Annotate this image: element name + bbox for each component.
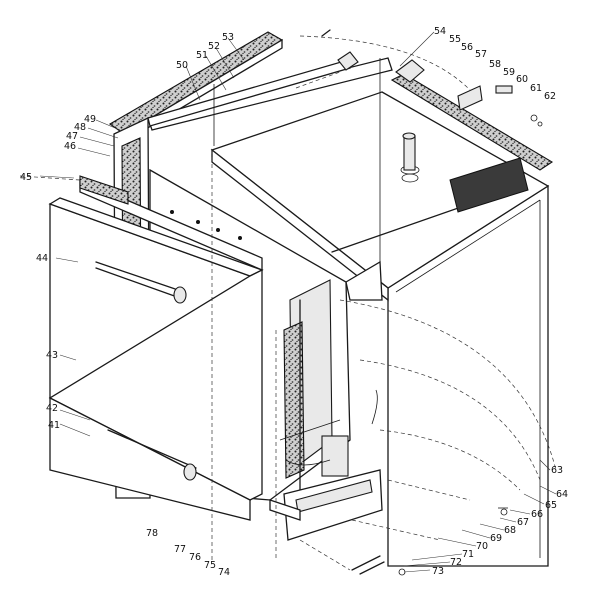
part-label-73: 73 [432,566,444,577]
part-label-62: 62 [544,91,556,102]
part-label-63: 63 [551,465,563,476]
assembly-lines [19,35,557,571]
kick-plate [269,469,383,541]
part-label-78: 78 [146,528,158,539]
part-label-65: 65 [545,500,557,511]
part-label-51: 51 [196,50,208,61]
part-label-45: 45 [20,172,32,183]
part-label-57: 57 [475,49,487,60]
part-labels: 41 42 43 44 45 46 47 48 49 50 51 52 53 5… [20,26,568,578]
front-door [48,197,264,521]
part-label-41: 41 [48,420,60,431]
part-label-64: 64 [556,489,568,500]
part-label-53: 53 [222,32,234,43]
part-label-70: 70 [476,541,488,552]
part-label-55: 55 [449,34,461,45]
hardware [321,29,543,576]
part-label-47: 47 [66,131,78,142]
part-label-75: 75 [204,560,216,571]
part-label-46: 46 [64,141,76,152]
part-label-66: 66 [531,509,543,520]
part-label-49: 49 [84,114,96,125]
part-label-77: 77 [174,544,186,555]
part-label-72: 72 [450,557,462,568]
part-label-69: 69 [490,533,502,544]
part-label-58: 58 [489,59,501,70]
part-label-56: 56 [461,42,473,53]
part-label-43: 43 [46,350,58,361]
part-label-68: 68 [504,525,516,536]
part-label-61: 61 [530,83,542,94]
part-label-74: 74 [218,567,230,578]
part-label-52: 52 [208,41,220,52]
part-label-76: 76 [189,552,201,563]
part-label-60: 60 [516,74,528,85]
part-label-59: 59 [503,67,515,78]
part-label-42: 42 [46,403,58,414]
part-label-71: 71 [462,549,474,560]
part-label-48: 48 [74,122,86,133]
leader-lines [39,31,557,573]
part-label-44: 44 [36,253,48,264]
part-label-50: 50 [176,60,188,71]
part-label-54: 54 [434,26,446,37]
rear-gasket [390,73,554,213]
part-label-67: 67 [517,517,529,528]
